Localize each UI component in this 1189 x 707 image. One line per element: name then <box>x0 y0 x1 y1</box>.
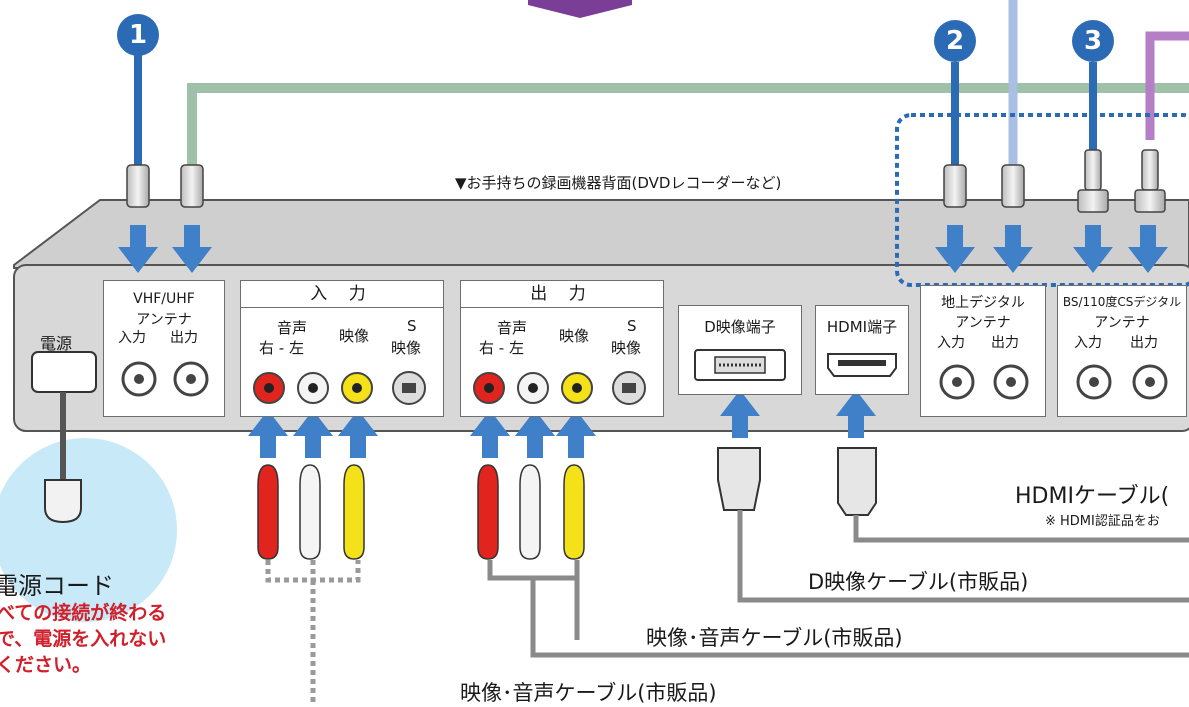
input-s-label: S <box>407 317 417 335</box>
power-cord-label: 電源コード <box>0 572 114 600</box>
purple-cable <box>1145 31 1189 140</box>
bs-cs-panel: BS/110度CSデジタル アンテナ 入力 出力 <box>1057 285 1187 417</box>
badge-3: 3 <box>1072 20 1114 62</box>
av-cable-1 <box>487 560 1189 658</box>
output-title: 出 力 <box>461 281 663 308</box>
d-video-cable <box>737 510 1189 603</box>
rca-plugs-output <box>477 464 585 560</box>
input-cable-dotted <box>265 560 361 704</box>
up-arrows <box>248 390 876 458</box>
rca-plugs-input <box>257 464 365 560</box>
hdmi-plug <box>837 447 877 516</box>
antenna-plugs <box>126 149 1166 213</box>
output-audio-label: 音声 <box>497 319 528 337</box>
vhf-uhf-label: VHF/UHF <box>133 291 195 307</box>
input-jacks <box>253 371 426 405</box>
terrestrial-jacks <box>939 364 1029 400</box>
terrestrial-label: 地上デジタル <box>941 295 1025 311</box>
power-warning-2: で、電源を入れない <box>0 628 167 650</box>
power-label: 電源 <box>40 334 73 353</box>
vhf-in-label: 入力 <box>118 330 146 346</box>
output-s-label: S <box>627 317 637 335</box>
bs-cs-jacks <box>1076 364 1168 400</box>
d-video-label: D映像端子 <box>704 318 776 336</box>
av-cable-label-1: 映像･音声ケーブル(市販品) <box>646 626 903 650</box>
d-video-panel: D映像端子 <box>678 305 802 395</box>
device-back-label: ▼お手持ちの録画機器背面(DVDレコーダーなど) <box>455 174 782 192</box>
hdmi-label: HDMI端子 <box>826 318 898 336</box>
power-warning-3: ください。 <box>0 654 92 676</box>
digital-antenna-highlight <box>895 113 1189 287</box>
output-panel: 出 力 音声 右 - 左 映像 S 映像 <box>460 280 664 417</box>
d-video-plug <box>717 447 761 511</box>
input-title: 入 力 <box>241 281 443 308</box>
d-video-cable-label: D映像ケーブル(市販品) <box>808 570 1029 594</box>
bs-cs-antenna-label: アンテナ <box>1094 315 1150 331</box>
bs-cs-in-label: 入力 <box>1074 335 1102 351</box>
terrestrial-panel: 地上デジタル アンテナ 入力 出力 <box>920 285 1046 417</box>
down-arrows <box>118 225 1168 273</box>
hdmi-panel: HDMI端子 <box>815 305 909 395</box>
hdmi-cable-label: HDMIケーブル( <box>1015 484 1170 509</box>
hdmi-cable <box>853 515 1189 543</box>
power-socket <box>31 351 97 393</box>
output-svideo-label: 映像 <box>611 339 642 357</box>
badge-2: 2 <box>934 20 976 62</box>
power-warning-1: べての接続が終わる <box>0 602 167 624</box>
vhf-uhf-panel: VHF/UHF アンテナ 入力 出力 <box>103 280 225 417</box>
terrestrial-out-label: 出力 <box>991 335 1019 351</box>
vhf-out-label: 出力 <box>170 330 198 346</box>
bs-cs-label: BS/110度CSデジタル <box>1062 295 1182 309</box>
hdmi-port <box>827 353 897 377</box>
input-audio-label: 音声 <box>277 319 308 337</box>
bs-cs-out-label: 出力 <box>1130 335 1158 351</box>
output-video-label: 映像 <box>559 327 590 345</box>
input-lr-label: 右 - 左 <box>259 339 304 357</box>
vhf-antenna-label: アンテナ <box>136 312 192 328</box>
output-jacks <box>473 371 646 405</box>
input-video-label: 映像 <box>339 327 370 345</box>
input-panel: 入 力 音声 右 - 左 映像 S 映像 <box>240 280 444 417</box>
power-plug <box>44 479 82 524</box>
vhf-jacks <box>121 361 209 397</box>
d-video-port <box>694 349 786 381</box>
top-tab <box>528 0 632 18</box>
badge-1: 1 <box>117 14 159 56</box>
green-cable <box>187 83 1189 170</box>
av-cable-label-2: 映像･音声ケーブル(市販品) <box>460 681 717 705</box>
hdmi-cable-note: ※ HDMI認証品をお <box>1045 514 1160 529</box>
terrestrial-in-label: 入力 <box>937 335 965 351</box>
input-svideo-label: 映像 <box>391 339 422 357</box>
terrestrial-antenna-label: アンテナ <box>955 315 1011 331</box>
output-lr-label: 右 - 左 <box>479 339 524 357</box>
